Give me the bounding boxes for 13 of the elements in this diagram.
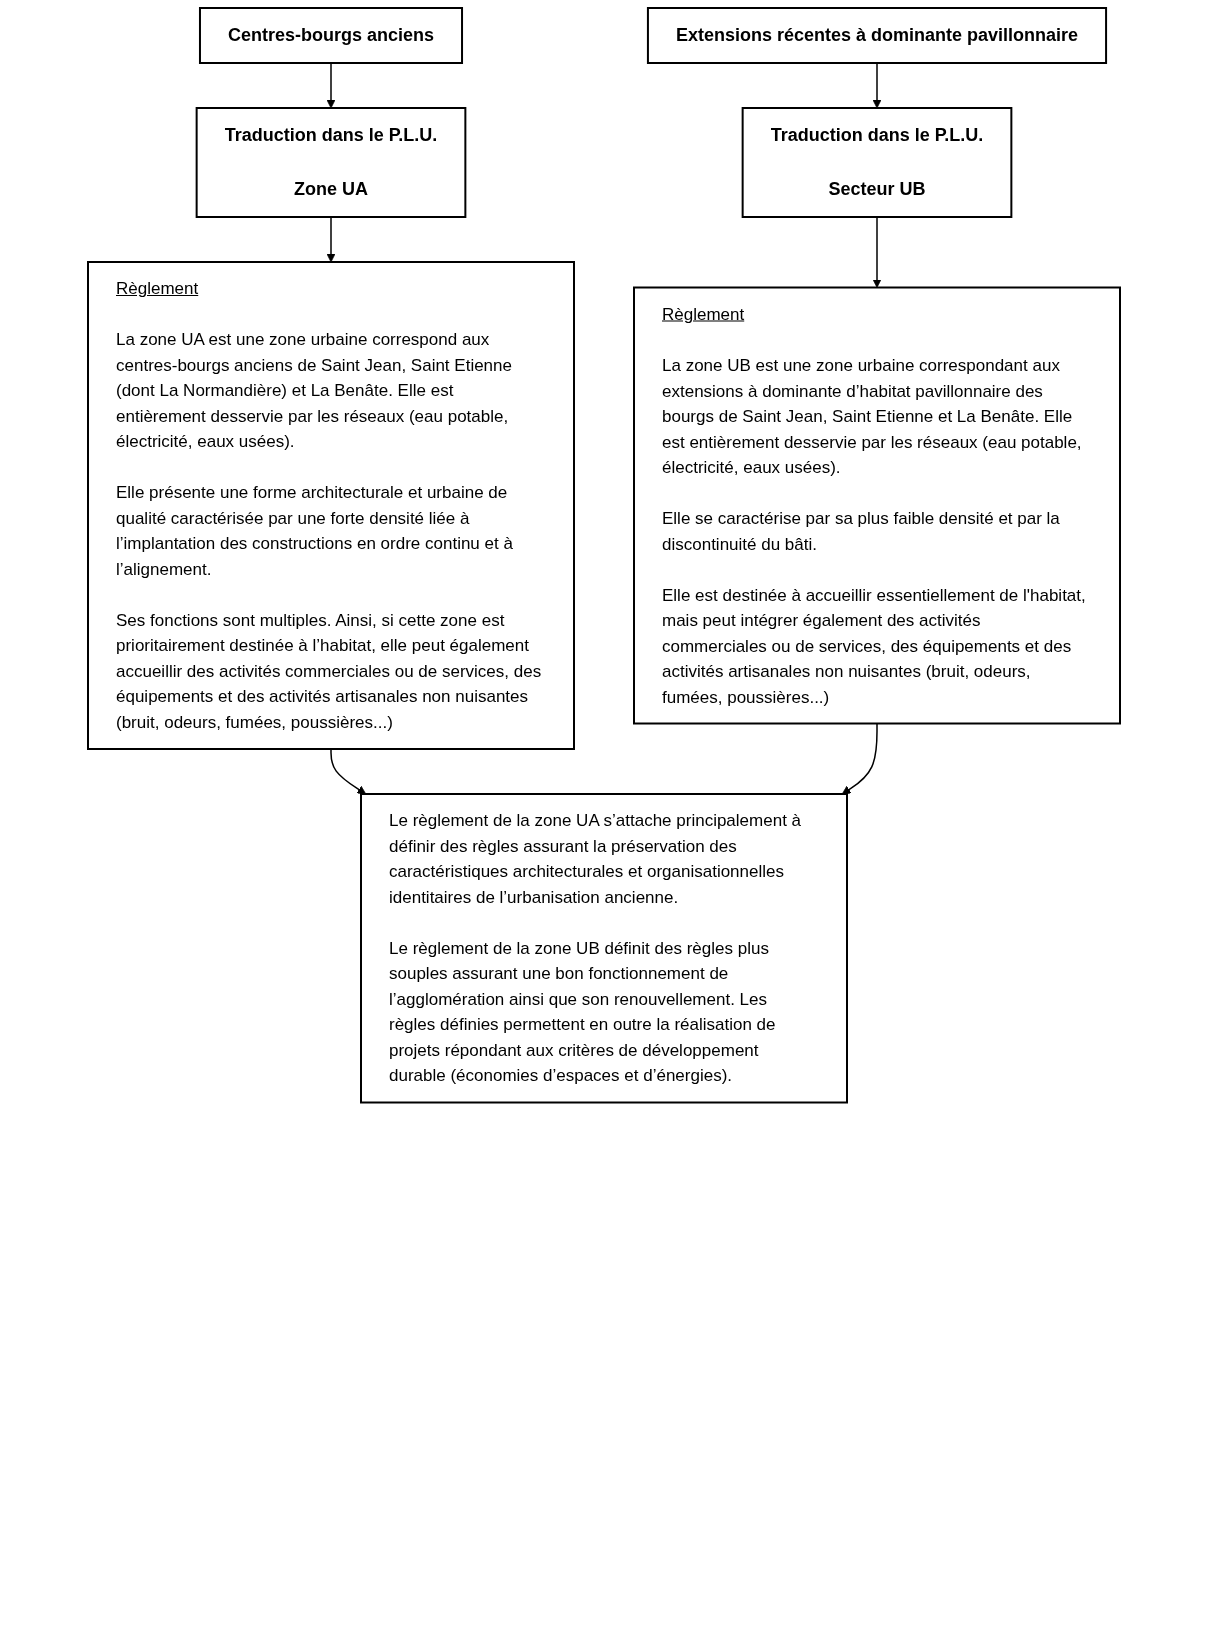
arrow bbox=[872, 216, 882, 288]
node-box: Règlement La zone UA est une zone urbaine correspond aux centres-bourgs anciens de Saint Jean, Saint Etienne (dont La Normandière) et La Benâte. Elle est entièrement desservie par les réseaux (eau potable, électricité, eaux usées). Elle présente une forme architecturale et urbaine de qualité caractérisée par une forte densité liée à l’implantation des constructions en ordre continu et à l’alignement. Ses fonctions sont multiples. Ainsi, si cette zone est prioritairement destinée à l’habitat, elle peut également accueillir des activités commerciales ou de services, des équipements et des activités artisanales non nuisantes (bruit, odeurs, fumées, poussières...) bbox=[87, 261, 575, 750]
node-box: Le règlement de la zone UA s’attache principalement à définir des règles assurant la préservation des caractéristiques architecturales et organisationnelles identitaires de l’urbanisation ancienne. Le règlement de la zone UB définit des règles plus souples assurant une bon fonctionnement de l’agglomération ainsi que son renouvellement. Les règles définies permettent en outre la réalisation de projets répondant aux critères de développement durable (économies d’espaces et d’énergies). bbox=[360, 793, 848, 1104]
arrow bbox=[872, 62, 882, 109]
arrow bbox=[841, 722, 878, 795]
arrow bbox=[326, 62, 336, 109]
arrow bbox=[330, 748, 367, 795]
node-box: Extensions récentes à dominante pavillonnaire bbox=[646, 7, 1108, 64]
node-box: Traduction dans le P.L.U. Zone UA bbox=[195, 107, 467, 218]
node-box: Centres-bourgs anciens bbox=[198, 7, 464, 64]
node-box: Règlement La zone UB est une zone urbaine correspondant aux extensions à dominante d’habitat pavillonnaire des bourgs de Saint Jean, Saint Etienne et La Benâte. Elle est entièrement desservie par les réseaux (eau potable, électricité, eaux usées). Elle se caractérise par sa plus faible densité et par la discontinuité du bâti. Elle est destinée à accueillir essentiellement de l'habitat, mais peut intégrer également des activités commerciales ou de services, des équipements et des activités artisanales non nuisantes (bruit, odeurs, fumées, poussières...) bbox=[633, 286, 1121, 725]
arrow bbox=[326, 216, 336, 263]
node-box: Traduction dans le P.L.U. Secteur UB bbox=[741, 107, 1013, 218]
